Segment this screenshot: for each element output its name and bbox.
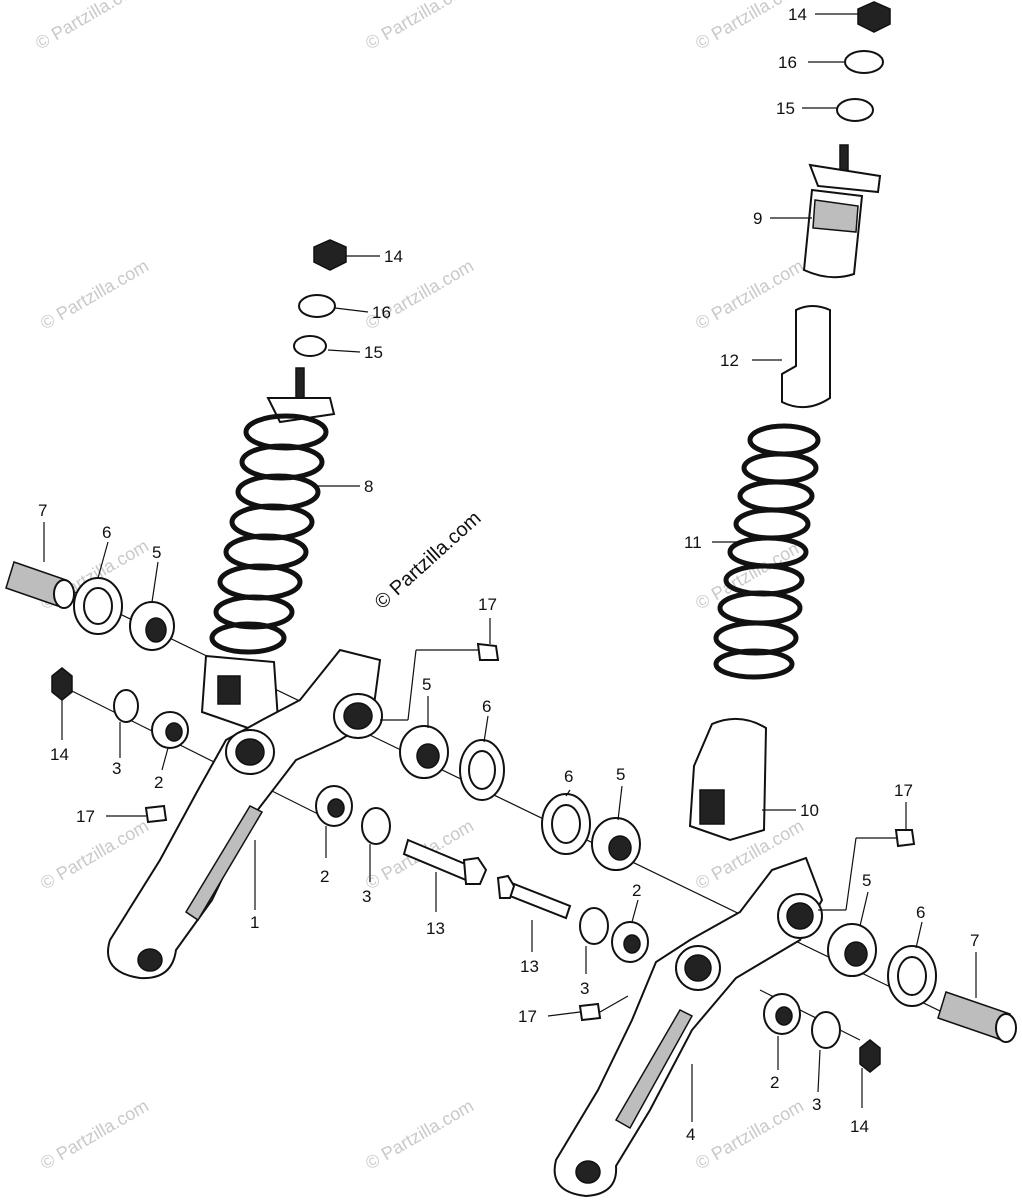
washer-3-right-a [579,907,609,945]
callout-17: 17 [518,1007,537,1026]
callout-3: 3 [812,1095,821,1114]
washer-3-right-b [811,1011,841,1049]
callout-3: 3 [362,887,371,906]
callout-labels: 14 16 15 9 12 11 10 14 16 15 8 7 6 5 14 … [38,5,979,1144]
callout-5: 5 [152,543,161,562]
callout-2: 2 [154,773,163,792]
callout-6: 6 [916,903,925,922]
swing-arm-right [553,856,824,1198]
grease-fitting-17-d [578,1002,602,1022]
callout-15: 15 [776,99,795,118]
washer-3-left-b [361,807,391,845]
callout-10: 10 [800,801,819,820]
nut-14-left-low [51,667,73,701]
callout-14: 14 [50,745,69,764]
nut-14-right-top [857,1,891,33]
watermark: © Partzilla.com [362,1095,477,1173]
watermark: © Partzilla.com [37,255,152,333]
pivot-hardware [5,561,1017,1073]
shock-body-12 [781,305,831,409]
callout-17: 17 [894,781,913,800]
callout-6: 6 [102,523,111,542]
grease-fitting-17-a [476,642,500,661]
left-shock-absorber [200,239,347,730]
spring-coils-8 [209,413,329,655]
watermark: © Partzilla.com [37,815,152,893]
callout-5: 5 [862,871,871,890]
leader-lines [43,13,977,1122]
callout-14: 14 [384,247,403,266]
washer-16-right [844,50,884,74]
watermark: © Partzilla.com [692,255,807,333]
callout-2: 2 [632,881,641,900]
callout-13: 13 [520,957,539,976]
right-shock-absorber [688,1,891,842]
callout-5: 5 [616,765,625,784]
callout-16: 16 [372,303,391,322]
callout-2: 2 [770,1073,779,1092]
callout-7: 7 [970,931,979,950]
watermark: © Partzilla.com [37,1095,152,1173]
callout-15: 15 [364,343,383,362]
nut-14-right-low [859,1039,881,1073]
callout-17: 17 [478,595,497,614]
watermark: © Partzilla.com [692,1095,807,1173]
callout-6: 6 [482,697,491,716]
watermark: © Partzilla.com [32,0,147,53]
grease-fitting-17-b [144,804,168,824]
nut-14-left [313,239,347,271]
callout-12: 12 [720,351,739,370]
callout-1: 1 [250,913,259,932]
callout-9: 9 [753,209,762,228]
callout-11: 11 [684,533,702,552]
watermark: © Partzilla.com [362,0,477,53]
callout-5: 5 [422,675,431,694]
callout-13: 13 [426,919,445,938]
callout-17: 17 [76,807,95,826]
washer-15-right [836,98,874,122]
washer-3-left-a [113,689,139,723]
washer-15-left [293,335,327,357]
callout-6: 6 [564,767,573,786]
callout-8: 8 [364,477,373,496]
swing-arm-left [107,648,383,980]
grease-fitting-17-c [894,829,916,848]
callout-16: 16 [778,53,797,72]
callout-14: 14 [850,1117,869,1136]
callout-3: 3 [112,759,121,778]
callout-2: 2 [320,867,329,886]
callout-7: 7 [38,501,47,520]
watermark-center: © Partzilla.com [371,507,486,614]
swing-arm-1 [107,648,382,980]
callout-4: 4 [686,1125,695,1144]
washer-16-left [298,294,336,318]
callout-14: 14 [788,5,807,24]
spring-coils-11 [713,423,821,680]
watermark: © Partzilla.com [692,535,807,613]
callout-3: 3 [580,979,589,998]
